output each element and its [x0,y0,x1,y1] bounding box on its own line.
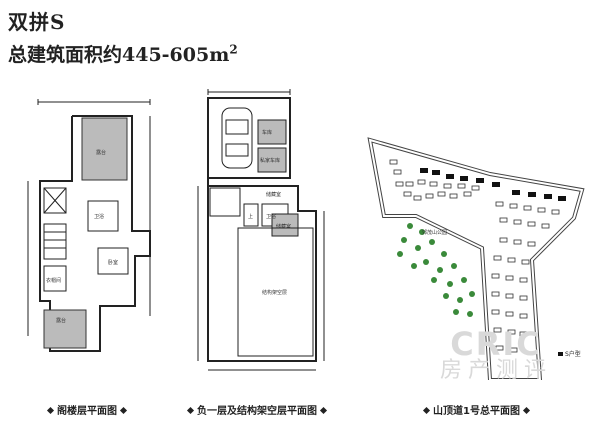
basement-store1-label: 储藏室 [266,191,281,198]
basement-garage-label: 车库 [262,129,272,136]
watermark: CRIC 房产测评 [439,325,552,383]
basement-bath-label: 卫浴 [266,213,276,220]
attic-closet-label: 衣帽间 [46,277,61,284]
attic-terrace2-label: 露台 [56,317,66,324]
attic-floor-plan: 露台 卫浴 卧室 衣帽间 露台 [27,99,151,352]
basement-store-label: 私家车库 [260,157,280,164]
site-legend: S户型 [558,349,581,358]
attic-bath-label: 卫浴 [94,213,104,220]
site-plan: 郊茂山公园 [367,137,585,380]
basement-hall-label: 结构架空层 [262,289,287,296]
basement-floor-plan: 车库 私家车库 储藏室 卫浴 上 储藏室 结构架空层 [197,89,325,371]
attic-plan-caption: 阁楼层平面图 [46,402,128,417]
area-subtitle: 总建筑面积约445-605m2 [8,42,238,66]
basement-up-label: 上 [248,213,253,220]
attic-terrace-label: 露台 [96,149,106,156]
attic-bedroom-label: 卧室 [108,259,118,266]
page-title: 双拼S [8,10,66,34]
basement-store3-label: 储藏室 [276,223,291,230]
legend-swatch-icon [558,352,563,356]
site-plan-caption: 山顶道1号总平面图 [422,402,531,417]
park-label: 郊茂山公园 [422,229,447,236]
basement-plan-caption: 负一层及结构架空层平面图 [186,402,328,417]
